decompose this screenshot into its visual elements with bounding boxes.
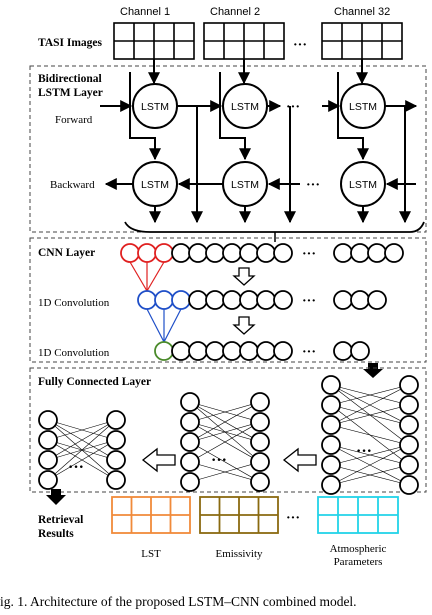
backward-lstm-2-label: LSTM <box>231 179 259 191</box>
channel-32-label: Channel 32 <box>334 6 390 18</box>
input-grid-channel-32 <box>321 22 403 60</box>
channel-2-label: Channel 2 <box>210 6 260 18</box>
fc-large-ellipsis: ··· <box>356 443 372 460</box>
input-to-backward-arrows <box>129 72 369 161</box>
fc-layer-title: Fully Connected Layer <box>38 376 151 388</box>
forward-lstm-cells <box>132 83 386 129</box>
retrieval-label-1: Retrieval <box>38 514 83 526</box>
output-grid-emissivity <box>199 496 279 534</box>
fc-layer-box <box>29 367 427 493</box>
backward-label: Backward <box>50 179 95 191</box>
output-grid-atmospheric <box>317 496 399 534</box>
forward-lstm-1-label: LSTM <box>141 101 169 113</box>
cnn-to-fc-arrow <box>363 363 383 378</box>
forward-output-arrows <box>191 106 411 224</box>
lst-label: LST <box>141 548 161 560</box>
backward-output-arrows <box>149 206 369 224</box>
cnn-row-1-ellipsis: ··· <box>302 247 316 262</box>
fc-medium-ellipsis: ··· <box>211 452 227 469</box>
input-ellipsis: ··· <box>293 38 307 53</box>
fc-left-arrow-2 <box>141 447 176 473</box>
backward-ellipsis: ··· <box>306 178 320 193</box>
output-grid-lst <box>111 496 191 534</box>
conv1-kernel-lines <box>129 261 165 292</box>
fc-block-medium <box>180 392 270 492</box>
fc-block-large <box>321 375 419 495</box>
retrieval-label-2: Results <box>38 528 74 540</box>
conv2-label: 1D Convolution <box>38 347 110 359</box>
cnn-row-2-ellipsis: ··· <box>302 294 316 309</box>
cnn-down-arrow-2 <box>232 316 256 335</box>
cnn-row-1 <box>120 243 404 263</box>
fc-block-small <box>38 410 126 490</box>
atmospheric-label-2: Parameters <box>334 556 383 568</box>
emissivity-label: Emissivity <box>215 548 263 560</box>
fc-left-arrow-1 <box>282 447 317 473</box>
forward-lstm-2-label: LSTM <box>231 101 259 113</box>
cnn-layer-box <box>29 237 427 363</box>
input-grid-channel-2 <box>203 22 285 60</box>
backward-lstm-32-label: LSTM <box>349 179 377 191</box>
forward-ellipsis: ··· <box>286 100 300 115</box>
input-to-forward-arrows <box>148 59 368 85</box>
cnn-row-3-ellipsis: ··· <box>302 345 316 360</box>
cnn-row-2 <box>137 290 387 310</box>
conv1-label: 1D Convolution <box>38 297 110 309</box>
cnn-layer-title: CNN Layer <box>38 247 95 259</box>
conv2-kernel-lines <box>146 308 182 343</box>
tasi-images-label: TASI Images <box>38 37 103 49</box>
atmospheric-label-1: Atmospheric <box>330 543 387 555</box>
merge-brace <box>124 221 425 233</box>
forward-label: Forward <box>55 114 93 126</box>
backward-lstm-1-label: LSTM <box>141 179 169 191</box>
input-grid-channel-1 <box>113 22 195 60</box>
cnn-row-3 <box>154 341 370 361</box>
figure-caption: ig. 1. Architecture of the proposed LSTM… <box>0 594 357 609</box>
fc-to-results-arrow <box>46 489 66 505</box>
output-ellipsis: ··· <box>286 511 300 526</box>
fc-small-ellipsis: ··· <box>68 459 84 476</box>
lstm-layer-title-1: Bidirectional <box>38 73 102 85</box>
channel-1-label: Channel 1 <box>120 6 170 18</box>
cnn-down-arrow-1 <box>232 267 256 286</box>
forward-lstm-32-label: LSTM <box>349 101 377 113</box>
lstm-layer-title-2: LSTM Layer <box>38 87 103 99</box>
